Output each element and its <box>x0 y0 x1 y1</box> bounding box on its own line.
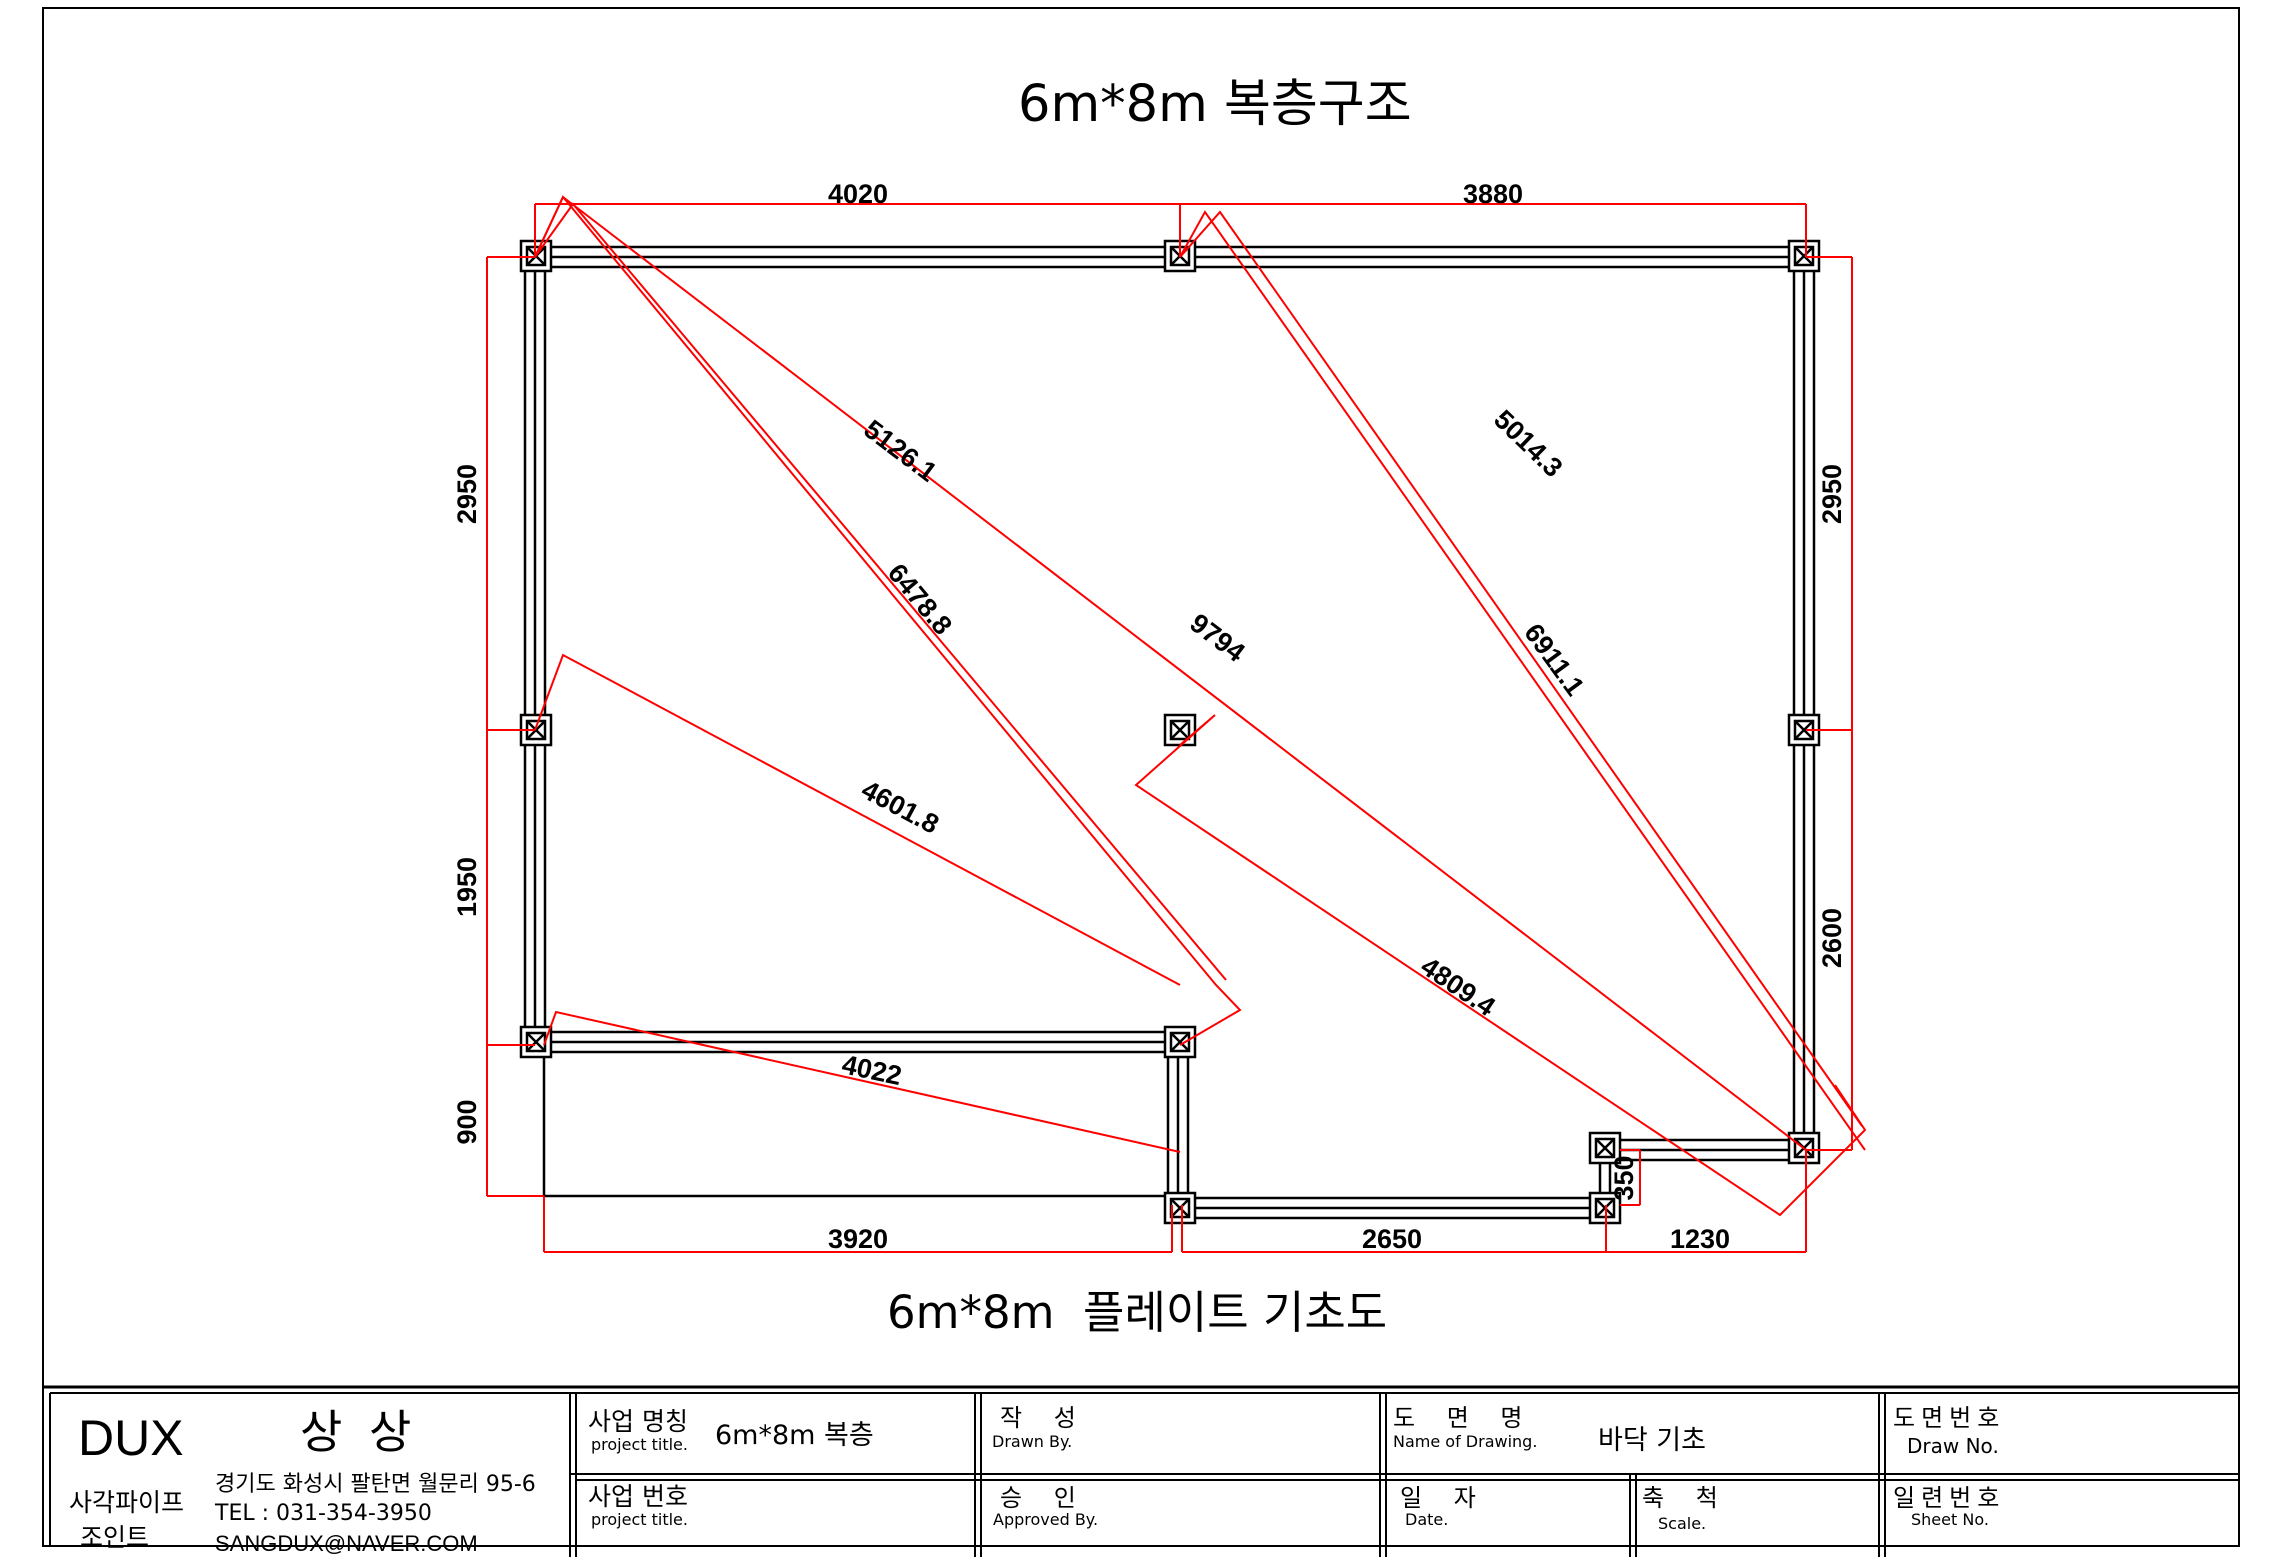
dim-bottom-middle: 2650 <box>1362 1224 1422 1254</box>
post-bottom-center <box>1163 1191 1197 1225</box>
scale-label: 축 척 <box>1642 1484 1730 1512</box>
dim-notch: 350 <box>1609 1155 1639 1200</box>
project-name-en: project title. <box>591 1435 688 1454</box>
drawn-by-en: Drawn By. <box>992 1432 1073 1451</box>
dim-left-lower: 900 <box>452 1099 482 1144</box>
draw-no-label: 도면번호 <box>1893 1404 2006 1432</box>
draw-no-en: Draw No. <box>1907 1434 1999 1458</box>
dimension-texts: 4020 3880 2950 1950 900 2950 2600 3920 2… <box>452 179 1847 1254</box>
dim-right-lower: 2600 <box>1817 908 1847 968</box>
dim-left-middle: 1950 <box>452 857 482 917</box>
post-center <box>1163 713 1197 747</box>
post-mid-left <box>519 713 553 747</box>
drawing-subtitle: 6m*8m 플레이트 기초도 <box>887 1286 1388 1339</box>
dim-bottom-left: 3920 <box>828 1224 888 1254</box>
dim-right-upper: 2950 <box>1817 464 1847 524</box>
date-en: Date. <box>1405 1510 1449 1529</box>
company-address: 경기도 화성시 팔탄면 월문리 95-6 <box>215 1472 536 1497</box>
date-label: 일 자 <box>1400 1484 1488 1512</box>
post-notch-top <box>1588 1131 1622 1165</box>
title-block-frame <box>43 1385 2239 1557</box>
company-sub-2: 조인트 <box>80 1523 150 1552</box>
project-no-en: project title. <box>591 1510 688 1529</box>
project-name-label: 사업 명칭 <box>588 1407 688 1436</box>
drawing-name-label: 도 면 명 <box>1393 1404 1535 1432</box>
company-email: SANGDUX@NAVER.COM <box>215 1531 478 1556</box>
drawing-title: 6m*8m 복층구조 <box>1018 75 1412 134</box>
scale-en: Scale. <box>1658 1514 1707 1533</box>
diag-d5: 4809.4 <box>1415 951 1500 1022</box>
drawing-name-en: Name of Drawing. <box>1393 1432 1538 1451</box>
sheet-no-label: 일련번호 <box>1893 1484 2006 1512</box>
post-lower-left <box>519 1025 553 1059</box>
company-sub-1: 사각파이프 <box>69 1488 185 1517</box>
frame-structure <box>523 245 1816 1220</box>
dim-top-right: 3880 <box>1463 179 1523 209</box>
dim-left-upper: 2950 <box>452 464 482 524</box>
approved-by-en: Approved By. <box>993 1510 1099 1529</box>
project-name-value: 6m*8m 복층 <box>715 1420 874 1451</box>
drawing-name-value: 바닥 기초 <box>1598 1425 1706 1456</box>
sheet-no-en: Sheet No. <box>1911 1510 1989 1529</box>
posts <box>519 239 1821 1225</box>
drawn-by-label: 작 성 <box>1000 1404 1088 1432</box>
company-korean-name: 상 상 <box>300 1405 418 1459</box>
diag-d1: 5126.1 <box>858 414 942 488</box>
post-lower-center <box>1163 1025 1197 1059</box>
dim-bottom-right: 1230 <box>1670 1224 1730 1254</box>
approved-by-label: 승 인 <box>1000 1484 1088 1512</box>
company-logo-text: DUX <box>78 1410 184 1466</box>
sheet-border <box>42 7 2240 1547</box>
diag-d6: 5014.3 <box>1488 404 1568 483</box>
diag-d4: 4601.8 <box>857 774 944 839</box>
post-mid-right <box>1787 713 1821 747</box>
dim-inner-wall: 4022 <box>839 1049 904 1091</box>
company-tel: TEL : 031-354-3950 <box>215 1501 432 1526</box>
project-no-label: 사업 번호 <box>588 1482 688 1511</box>
diag-d3: 9794 <box>1184 608 1250 668</box>
dimension-lines <box>486 195 1867 1253</box>
dim-top-left: 4020 <box>828 179 888 209</box>
